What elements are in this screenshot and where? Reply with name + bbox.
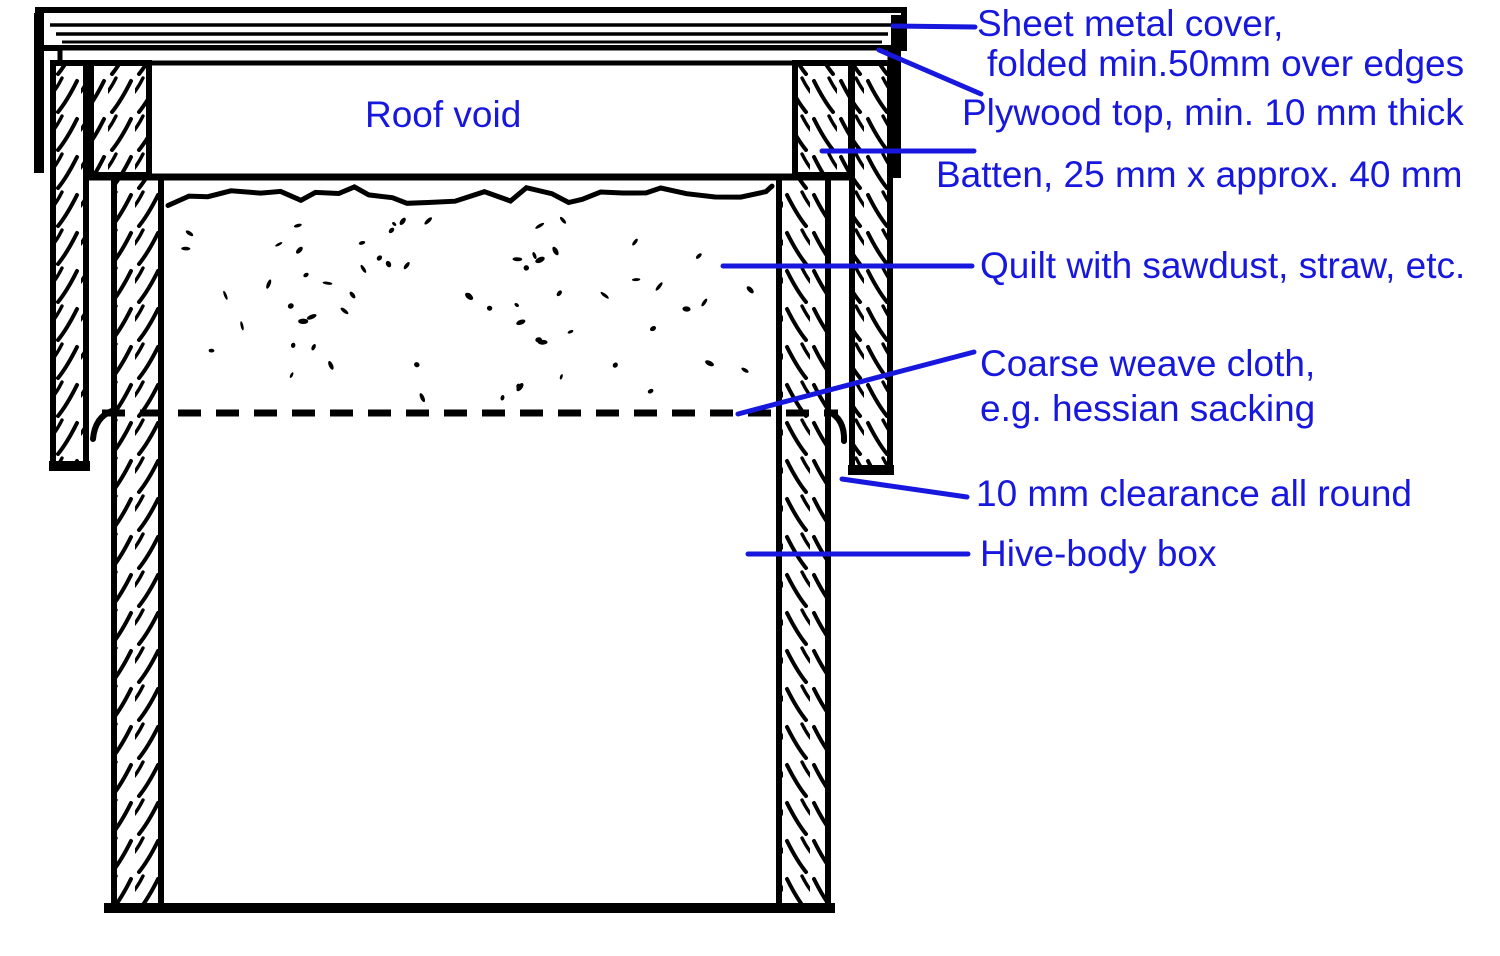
sawdust-dot (298, 318, 309, 324)
label-coarse-cloth-line2: e.g. hessian sacking (980, 388, 1316, 429)
sawdust-dot (290, 342, 296, 348)
right-batten (792, 60, 854, 178)
battens (88, 60, 854, 178)
sawdust-dot (306, 314, 317, 320)
sawdust-dot (208, 348, 215, 353)
sawdust-dot (360, 264, 367, 273)
sawdust-dot (340, 307, 349, 315)
label-hive-body: Hive-body box (980, 533, 1217, 574)
sawdust-dots (181, 216, 754, 403)
sawdust-dot (512, 257, 523, 262)
sawdust-dot (266, 279, 272, 289)
sawdust-dot (287, 303, 294, 309)
sawdust-dot (631, 278, 641, 282)
label-batten: Batten, 25 mm x approx. 40 mm (936, 154, 1463, 195)
sawdust-dot (500, 395, 505, 401)
sawdust-dot (516, 319, 526, 326)
sawdust-dot (695, 253, 702, 259)
leader-plywood (876, 47, 984, 97)
leader-clearance (839, 476, 970, 500)
sawdust-dot (649, 326, 657, 332)
sawdust-dot (289, 372, 294, 378)
sawdust-dot (185, 230, 194, 237)
sawdust-dot (600, 291, 609, 299)
sawdust-dot (181, 246, 191, 251)
label-coarse-cloth: Coarse weave cloth, e.g. hessian sacking (980, 341, 1315, 431)
sawdust-dot (414, 362, 420, 368)
roof-void-label: Roof void (365, 94, 522, 135)
sawdust-dot (424, 217, 433, 225)
sawdust-dot (567, 329, 574, 334)
right-roof-wall-bottom (848, 465, 894, 475)
left-batten (88, 60, 152, 178)
sawdust-dot (465, 292, 474, 300)
sawdust-dot (746, 286, 754, 294)
sawdust-dot (556, 290, 562, 297)
sawdust-dot (655, 282, 663, 291)
sheet-metal-right-fold (891, 15, 901, 178)
sawdust-dot (559, 374, 563, 380)
sheet-metal-cover-part (34, 7, 907, 178)
sawdust-dot (293, 223, 302, 228)
sawdust-dot (535, 337, 543, 343)
label-sheet-metal: Sheet metal cover, folded min.50mm over … (977, 4, 1464, 84)
sawdust-dot (535, 256, 545, 264)
sawdust-dot (349, 291, 356, 299)
sawdust-dot (275, 242, 283, 247)
sawdust-dot (376, 255, 383, 261)
sawdust-dot (647, 388, 654, 394)
sawdust-dot (328, 361, 334, 370)
sawdust-dot (392, 221, 397, 227)
sawdust-dot (701, 298, 708, 307)
sawdust-dot (399, 217, 406, 225)
hessian-left-hook (90, 408, 115, 442)
label-sheet-metal-line2: folded min.50mm over edges (987, 43, 1465, 84)
sawdust-dot (388, 227, 395, 234)
sawdust-dot (303, 272, 309, 278)
sawdust-dot (358, 240, 366, 245)
label-plywood: Plywood top, min. 10 mm thick (962, 92, 1464, 133)
sawdust-dot (486, 305, 493, 311)
sawdust-dot (705, 360, 714, 367)
sawdust-dot (612, 362, 618, 368)
sawdust-dot (419, 393, 426, 403)
plywood-top-part (57, 45, 893, 66)
label-coarse-cloth-line1: Coarse weave cloth, (980, 343, 1316, 384)
sawdust-dot (403, 262, 410, 270)
leader-lines (720, 23, 984, 557)
sawdust-dot (322, 281, 333, 285)
sawdust-dot (532, 252, 537, 259)
sawdust-dot (552, 246, 559, 256)
hive-bottom-line (104, 903, 835, 913)
label-clearance: 10 mm clearance all round (976, 473, 1412, 514)
sawdust-dot (741, 367, 749, 373)
leader-coarse-cloth (735, 349, 977, 417)
sawdust-dot (632, 238, 638, 246)
sawdust-dot (516, 383, 521, 389)
sawdust-dot (385, 260, 392, 268)
sawdust-dot (311, 344, 316, 351)
sawdust-dot (559, 216, 567, 224)
sawdust-dot (295, 246, 303, 254)
left-hive-wall (111, 174, 164, 910)
left-roof-wall-bottom (49, 461, 90, 471)
sawdust-dot (223, 290, 228, 300)
leader-sheet-metal (890, 23, 978, 30)
hessian-right-hook (825, 408, 848, 444)
sawdust-dot (240, 321, 244, 331)
right-hive-wall (776, 174, 831, 910)
sawdust-dot (523, 265, 529, 271)
sawdust-dot (535, 222, 545, 229)
sawdust-dot (514, 302, 519, 308)
label-sheet-metal-line1: Sheet metal cover, (977, 3, 1284, 44)
quilt-top-wavy-line (165, 183, 775, 208)
hive-body-box-part (104, 174, 835, 913)
coarse-weave-cloth-part (90, 408, 848, 444)
label-quilt: Quilt with sawdust, straw, etc. (980, 245, 1466, 286)
sawdust-dot (682, 306, 691, 312)
sheet-metal-left-fold (34, 13, 44, 173)
left-roof-wall (50, 60, 89, 470)
